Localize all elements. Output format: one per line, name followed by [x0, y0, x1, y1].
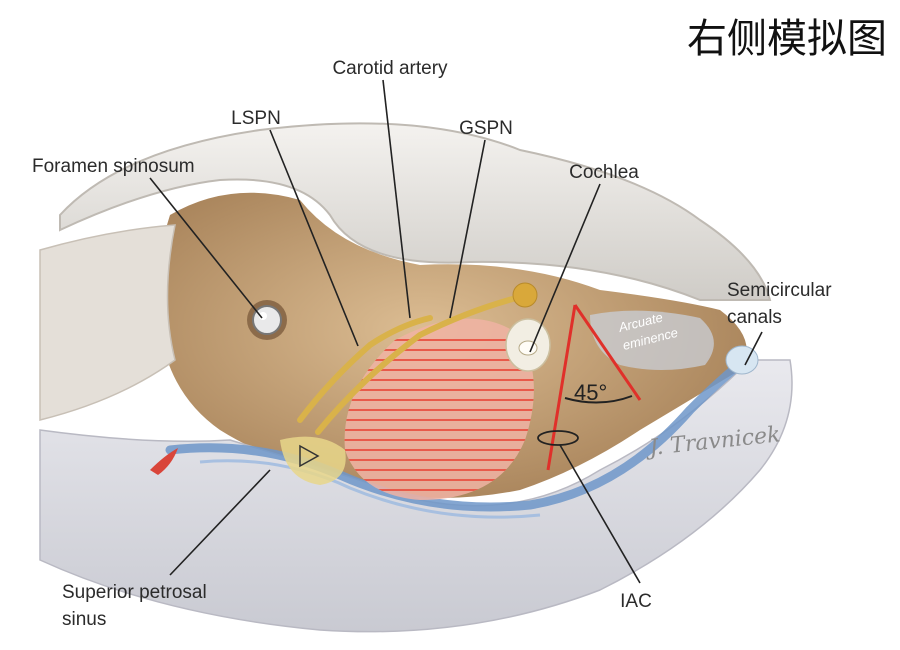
corner-title: 右侧模拟图 [687, 16, 887, 62]
angle-triangle [537, 304, 642, 471]
label-semicircular-canals-2: canals [727, 307, 782, 328]
label-carotid-artery: Carotid artery [332, 58, 448, 79]
lspn-nerve [297, 315, 433, 423]
label-gspn: GSPN [459, 118, 513, 139]
label-foramen-spinosum: Foramen spinosum [32, 156, 195, 177]
label-semicircular-canals-1: Semicircular [727, 280, 832, 301]
label-iac: IAC [620, 591, 652, 612]
foramen-spinosum-structure [247, 300, 287, 340]
label-angle: 45° [574, 380, 607, 405]
upper-dura [59, 122, 772, 301]
label-superior-petrosal-sinus-1: Superior petrosal [62, 582, 207, 603]
cochlea-structure [505, 318, 551, 372]
label-lspn: LSPN [231, 108, 281, 129]
arcuate-eminence [590, 310, 714, 370]
left-bone-edge [39, 224, 176, 421]
label-superior-petrosal-sinus-2: sinus [62, 609, 106, 630]
gspn-nerve [315, 294, 523, 435]
leader-lines [149, 79, 763, 584]
semicircular-canals-structure [725, 345, 759, 375]
label-cochlea: Cochlea [569, 162, 639, 183]
superior-petrosal-sinus-vessel [165, 355, 750, 512]
